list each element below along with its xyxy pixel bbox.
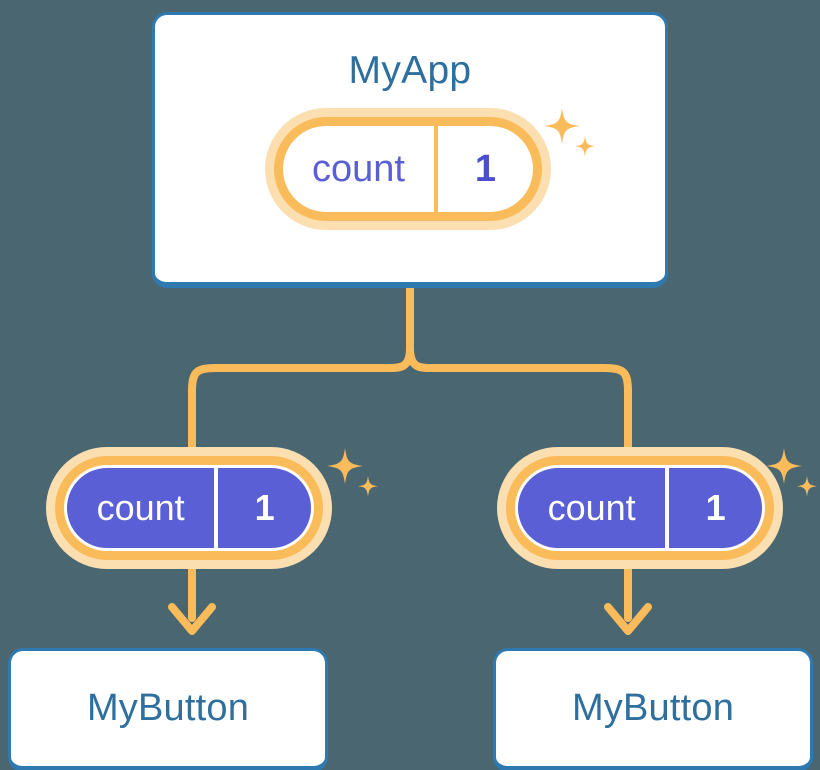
- mybutton-component-card-right[interactable]: MyButton: [493, 648, 813, 770]
- wire-split-left: [188, 344, 414, 459]
- sparkle-large-icon: [327, 448, 363, 484]
- mybutton-component-card-left[interactable]: MyButton: [8, 648, 328, 770]
- state-pill-key: count: [67, 468, 219, 548]
- myapp-title: MyApp: [348, 49, 472, 92]
- sparkle-small-icon: [358, 476, 378, 497]
- state-pill-key: count: [518, 468, 670, 548]
- state-pill-myapp[interactable]: count 1: [265, 108, 551, 230]
- state-pill-child-left[interactable]: count 1: [46, 447, 332, 569]
- state-pill-ring: count 1: [55, 456, 323, 560]
- mybutton-title: MyButton: [571, 687, 735, 729]
- mybutton-title: MyButton: [86, 687, 250, 729]
- sparkle-small-icon: [797, 476, 817, 497]
- state-pill-body: count 1: [64, 465, 314, 551]
- state-pill-key: count: [283, 126, 438, 212]
- state-pill-child-right[interactable]: count 1: [497, 447, 783, 569]
- state-pill-body: count 1: [283, 126, 533, 212]
- state-pill-value: 1: [474, 147, 497, 190]
- state-pill-value: 1: [254, 487, 275, 528]
- wire-split-right: [406, 344, 632, 459]
- state-pill-body: count 1: [515, 465, 765, 551]
- state-pill-value: 1: [705, 487, 726, 528]
- state-pill-ring: count 1: [506, 456, 774, 560]
- arrowhead-right: [604, 603, 652, 635]
- state-pill-ring: count 1: [274, 117, 542, 221]
- arrowhead-left: [168, 603, 216, 635]
